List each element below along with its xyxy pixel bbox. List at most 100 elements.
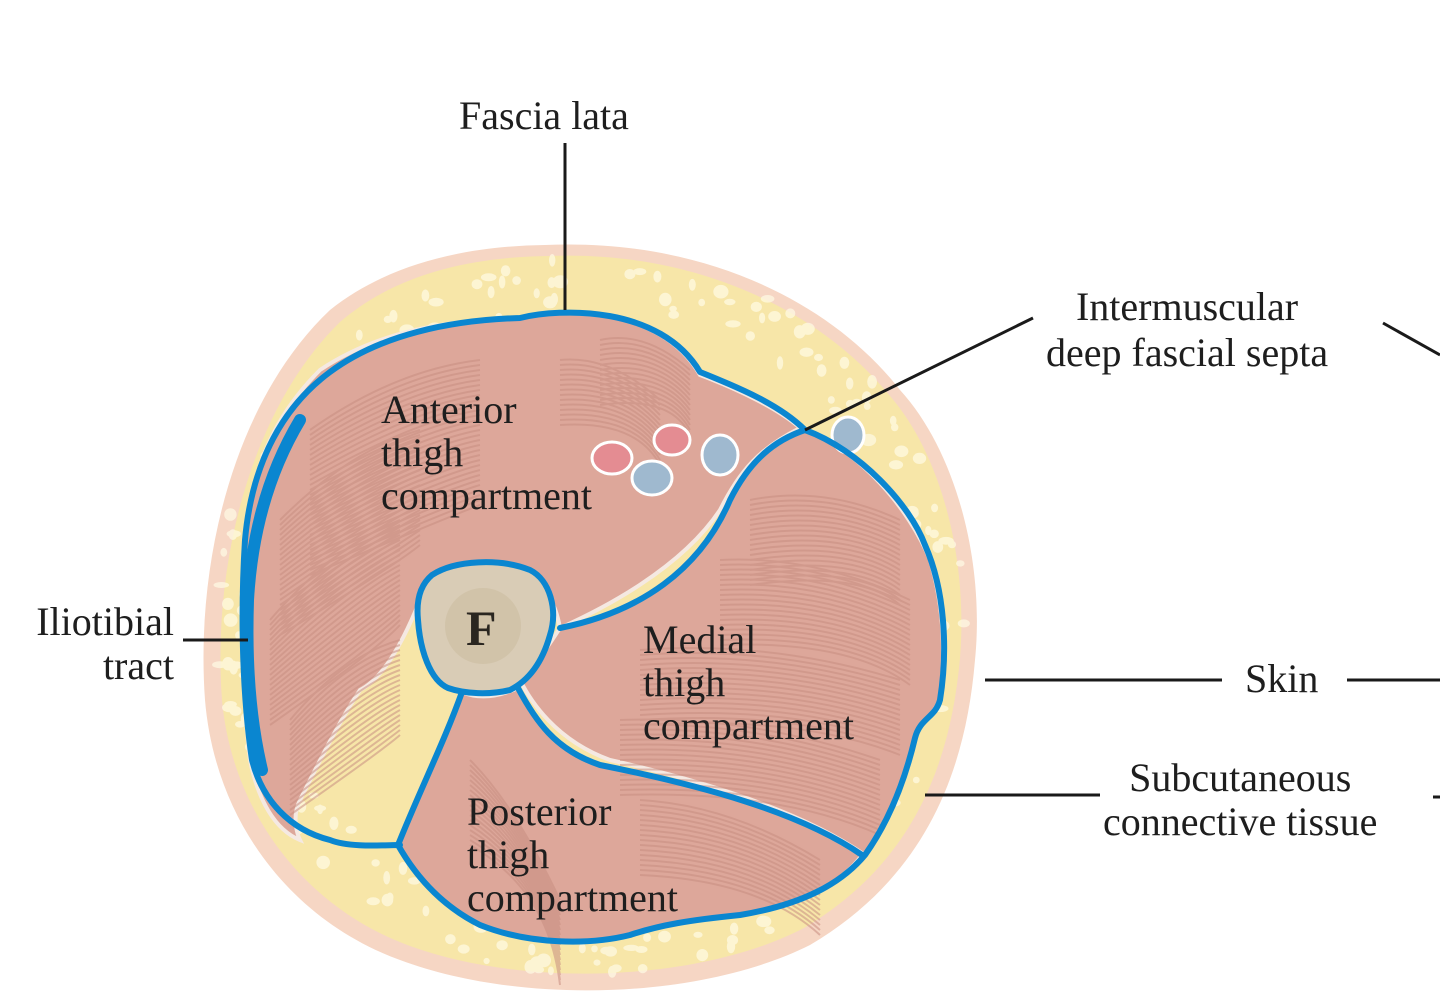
fat-lobule xyxy=(228,529,238,540)
muscle-fiber xyxy=(619,718,881,761)
fat-lobule xyxy=(220,547,228,557)
muscle-fiber xyxy=(639,667,901,701)
muscle-fiber xyxy=(289,644,401,726)
femur-bone xyxy=(417,562,554,694)
fat-lobule xyxy=(745,331,755,341)
muscle-fiber xyxy=(269,589,401,691)
muscle-fiber xyxy=(619,753,881,796)
fat-lobule xyxy=(726,935,739,946)
muscle-fiber xyxy=(749,504,901,531)
muscle-fiber xyxy=(599,362,691,396)
muscle-fiber xyxy=(639,647,901,681)
fat-lobule xyxy=(366,897,380,906)
muscle-fiber xyxy=(639,834,821,896)
fat-lobule xyxy=(839,356,850,369)
muscle-fiber xyxy=(719,573,911,616)
muscle-fiber xyxy=(559,363,661,406)
muscle-fiber xyxy=(639,717,901,751)
posterior-line-2: thigh xyxy=(467,832,550,877)
muscle-fiber xyxy=(639,652,901,686)
femur-marrow xyxy=(445,588,521,664)
fat-lobule xyxy=(894,445,909,458)
muscle-fiber xyxy=(269,524,401,626)
muscle-fiber xyxy=(289,689,401,771)
fat-lobule xyxy=(222,657,234,671)
fat-lobule xyxy=(889,415,897,426)
muscle-fiber xyxy=(639,854,821,916)
fat-lobule xyxy=(530,956,545,967)
muscle-fiber xyxy=(289,694,401,776)
anterior-line-3: compartment xyxy=(381,473,593,518)
fat-lobule xyxy=(480,273,497,282)
muscle-fiber xyxy=(749,559,901,586)
muscle-fiber xyxy=(269,584,401,686)
muscle-fiber xyxy=(289,724,401,806)
muscle-fiber xyxy=(559,373,661,416)
muscle-fiber xyxy=(309,424,481,496)
iliotibial-tract-label: Iliotibial tract xyxy=(14,600,174,688)
fat-lobule xyxy=(213,582,230,588)
muscle-fiber xyxy=(719,643,911,686)
muscle-fiber xyxy=(289,649,401,731)
muscle-fiber xyxy=(749,494,901,521)
muscle-fiber xyxy=(469,804,561,946)
muscle-fiber xyxy=(309,374,481,446)
iliotibial-tract-thickening xyxy=(241,414,306,776)
fat-lobule xyxy=(724,298,736,306)
iliotibial-line-2: tract xyxy=(102,643,174,688)
muscle-fiber xyxy=(639,829,821,891)
muscle-fiber xyxy=(639,677,901,711)
intermuscular-septum-medial-posterior xyxy=(515,685,865,858)
muscle-fiber xyxy=(639,692,901,726)
fat-lobule xyxy=(496,940,508,951)
muscle-fiber xyxy=(639,799,821,861)
posterior-line-3: compartment xyxy=(467,875,679,920)
fat-lobule xyxy=(633,268,647,276)
muscle-fiber xyxy=(469,789,561,931)
fat-lobule xyxy=(814,353,823,362)
muscle-fiber xyxy=(309,359,481,431)
muscle-fiber xyxy=(639,712,901,746)
muscle-fiber xyxy=(749,579,901,606)
muscle-fiber xyxy=(289,729,401,811)
fat-lobule xyxy=(698,298,706,307)
intermuscular-leader-left xyxy=(804,316,1034,432)
muscle-fiber xyxy=(719,613,911,656)
muscle-fiber xyxy=(309,384,481,456)
muscle-fiber xyxy=(559,398,661,441)
muscle-fiber xyxy=(639,702,901,736)
fat-lobule xyxy=(957,619,970,628)
fat-lobule xyxy=(533,965,545,974)
muscle-fiber xyxy=(559,368,661,411)
muscle-fiber xyxy=(309,394,481,466)
muscle-fiber xyxy=(719,563,911,606)
muscle-fiber xyxy=(279,484,421,576)
fat-lobule xyxy=(398,861,408,875)
muscle-fiber xyxy=(289,699,401,781)
muscle-fiber xyxy=(719,558,911,601)
muscle-fiber xyxy=(749,534,901,561)
muscle-fiber xyxy=(719,593,911,636)
muscle-fiber xyxy=(279,429,421,521)
muscle-fiber xyxy=(719,598,911,641)
muscle-fiber xyxy=(269,579,401,681)
fat-lobule xyxy=(768,311,781,322)
fat-lobule xyxy=(658,930,671,943)
intermuscular-septa-label: Intermuscular deep fascial septa xyxy=(1046,284,1328,376)
muscle-fiber xyxy=(639,707,901,741)
muscle-fiber xyxy=(309,414,481,486)
medial-compartment-label: Medial thigh compartment xyxy=(643,618,854,747)
fat-lobule xyxy=(659,292,672,307)
fat-lobule xyxy=(471,279,483,290)
femur-label: F xyxy=(466,600,497,656)
muscle-fiber xyxy=(599,342,691,376)
muscle-fiber xyxy=(619,748,881,791)
muscle-fiber xyxy=(309,389,481,461)
muscle-fiber xyxy=(289,714,401,796)
muscle-fiber xyxy=(619,758,881,801)
muscle-fiber xyxy=(559,413,661,456)
fat-lobule xyxy=(457,944,470,954)
muscle-fiber xyxy=(639,672,901,706)
muscle-fiber xyxy=(289,709,401,791)
